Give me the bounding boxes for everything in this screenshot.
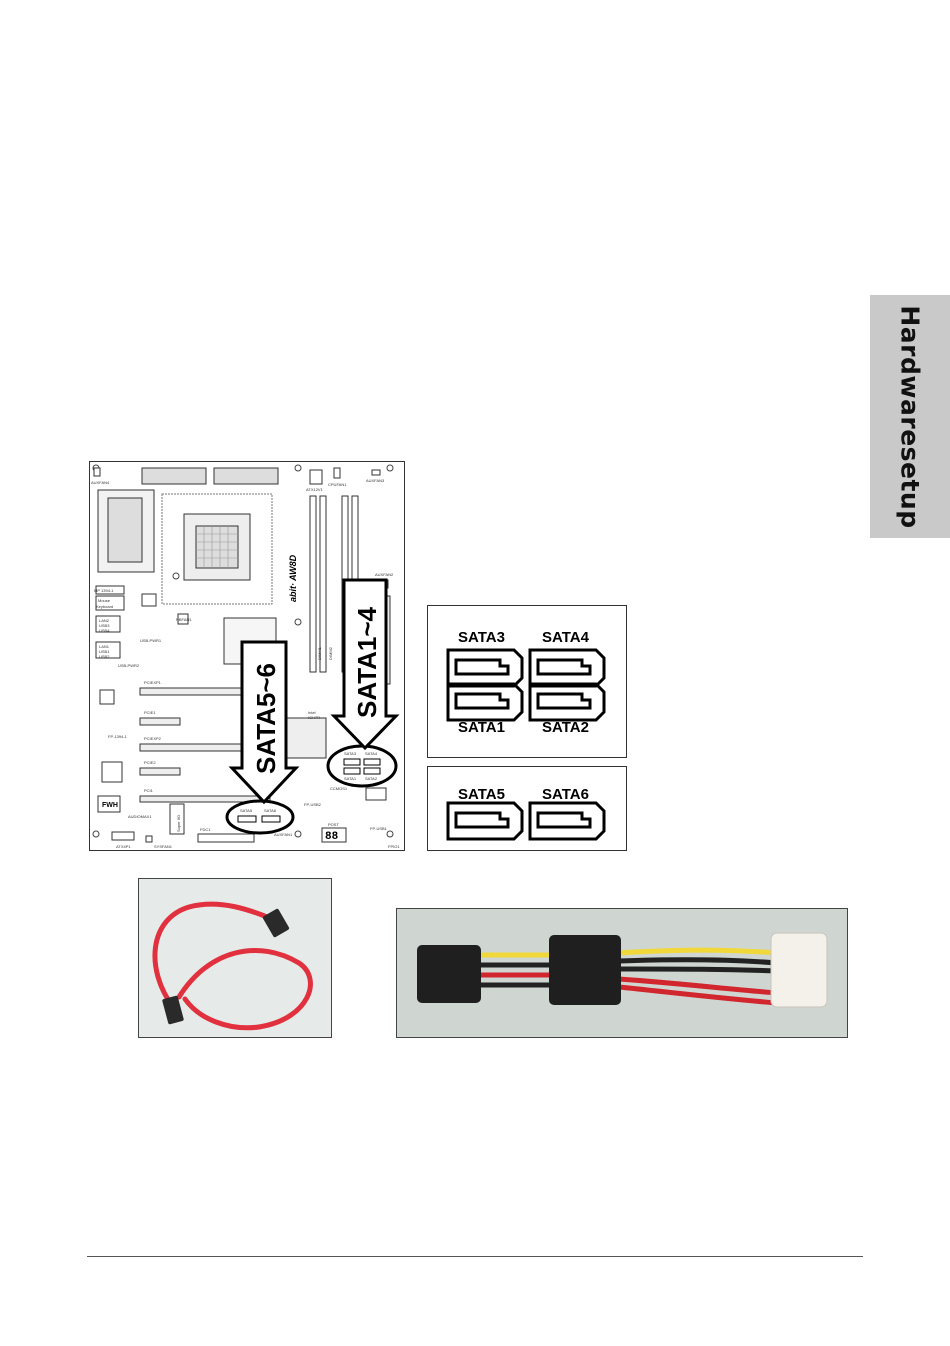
lbl-auxfan2: AUXFAN2 <box>375 572 394 577</box>
lbl-atx4p: ATX4P1 <box>116 844 131 849</box>
panel-label-sata2: SATA2 <box>542 719 589 736</box>
sata56-detail-drawing: SATA5 SATA6 <box>446 786 606 841</box>
lbl-fp1394: FP-1394-1 <box>108 734 128 739</box>
lbl-usb4: USB4 <box>99 628 110 633</box>
lbl-usb1: USB1 <box>99 649 110 654</box>
sata14-arrow <box>330 578 400 751</box>
sata3-port <box>446 648 524 688</box>
panel-label-sata3: SATA3 <box>458 629 505 646</box>
lbl-mouse: Mouse <box>98 598 111 603</box>
lbl-superio: Super I/O <box>176 815 181 832</box>
footer-rule <box>87 1256 863 1257</box>
section-tab: Hardwaresetup <box>870 295 950 538</box>
lbl-board-sata4: SATA4 <box>365 751 378 756</box>
lbl-post-digits: 88 <box>325 831 339 843</box>
sata1-port <box>446 682 524 722</box>
sata2-port <box>528 682 606 722</box>
lbl-auxfan4: AUXFAN4 <box>91 480 110 485</box>
sata6-port <box>528 801 606 841</box>
lbl-auxfan3: AUXFAN3 <box>366 478 385 483</box>
lbl-lan1: LAN1 <box>99 644 110 649</box>
lbl-cpufan1: CPUFAN1 <box>328 482 347 487</box>
lbl-usbpwr2: USB-PWR2 <box>118 663 140 668</box>
lbl-atx12v1: ATX12V1 <box>306 487 324 492</box>
callout-sata14: SATA1~4 <box>352 606 382 718</box>
lbl-board-sata6: SATA6 <box>264 808 277 813</box>
lbl-board-sata3: SATA3 <box>344 751 357 756</box>
lbl-usb2: USB2 <box>99 654 110 659</box>
callout-sata56: SATA5~6 <box>251 663 281 774</box>
sata14-detail-panel: SATA3 SATA4 SATA1 SATA2 <box>427 605 627 758</box>
lbl-ccmos1: CCMOS1 <box>330 786 348 791</box>
panel-label-sata4: SATA4 <box>542 629 590 646</box>
sata-power-adapter-illustration <box>417 932 828 1008</box>
sata56-detail-panel: SATA5 SATA6 <box>427 766 627 851</box>
lbl-fp-usb1: FP-USB1 <box>370 826 388 831</box>
lbl-board-sata5: SATA5 <box>240 808 253 813</box>
motherboard-drawing: AUXFAN4 ATX12V1 CPUFAN1 AUXFAN3 MP 1394-… <box>91 464 400 849</box>
lbl-auxfan1: AUXFAN1 <box>274 832 293 837</box>
board-logo: abit· AW8D <box>288 554 298 602</box>
panel-label-sata5: SATA5 <box>458 786 505 803</box>
sata14-highlight <box>326 744 398 788</box>
sata-cable-photo <box>138 878 332 1038</box>
sata56-highlight <box>225 799 295 835</box>
lbl-sysfan1: SYSFAN1 <box>154 844 173 849</box>
lbl-ieee: MP 1394-1 <box>94 588 114 593</box>
lbl-dimm2: DIMM2 <box>328 646 333 660</box>
lbl-audiomax: AUDIOMAX1 <box>128 814 152 819</box>
sata56-arrow <box>228 640 300 805</box>
lbl-keyboard: Keyboard <box>96 604 113 609</box>
lbl-lan2: LAN2 <box>99 618 110 623</box>
sata14-detail-drawing: SATA3 SATA4 SATA1 SATA2 <box>446 629 606 736</box>
sata-power-adapter-photo <box>396 908 848 1038</box>
lbl-board-sata1: SATA1 <box>344 776 357 781</box>
section-tab-label: Hardwaresetup <box>895 304 925 529</box>
lbl-board-sata2: SATA2 <box>365 776 378 781</box>
lbl-fdc1: FDC1 <box>200 827 211 832</box>
lbl-intel: Intel <box>308 710 316 715</box>
sata-cable-illustration <box>152 901 313 1031</box>
lbl-pci1: PCI1 <box>144 788 154 793</box>
lbl-usbpwr1: USB-PWR1 <box>140 638 162 643</box>
lbl-fpio: FPIO1 <box>388 844 400 849</box>
sata4-port <box>528 648 606 688</box>
lbl-pciexp1: PCIEXP1 <box>144 680 162 685</box>
lbl-pciexp2: PCIEXP2 <box>144 736 162 741</box>
panel-label-sata6: SATA6 <box>542 786 589 803</box>
lbl-fp-usb2: FP-USB2 <box>304 802 322 807</box>
lbl-dimm1: DIMM1 <box>317 646 322 660</box>
lbl-fwh: FWH <box>102 802 118 809</box>
lbl-post: POST <box>328 822 339 827</box>
sata5-port <box>446 801 524 841</box>
lbl-usb3: USB3 <box>99 623 110 628</box>
lbl-pcie1: PCIE1 <box>144 710 156 715</box>
lbl-nbfan1: NBFAN1 <box>176 617 192 622</box>
lbl-ich7r: ICH7R <box>308 715 320 720</box>
panel-label-sata1: SATA1 <box>458 719 505 736</box>
motherboard-diagram: AUXFAN4 ATX12V1 CPUFAN1 AUXFAN3 MP 1394-… <box>89 461 405 851</box>
lbl-pcie2: PCIE2 <box>144 760 156 765</box>
